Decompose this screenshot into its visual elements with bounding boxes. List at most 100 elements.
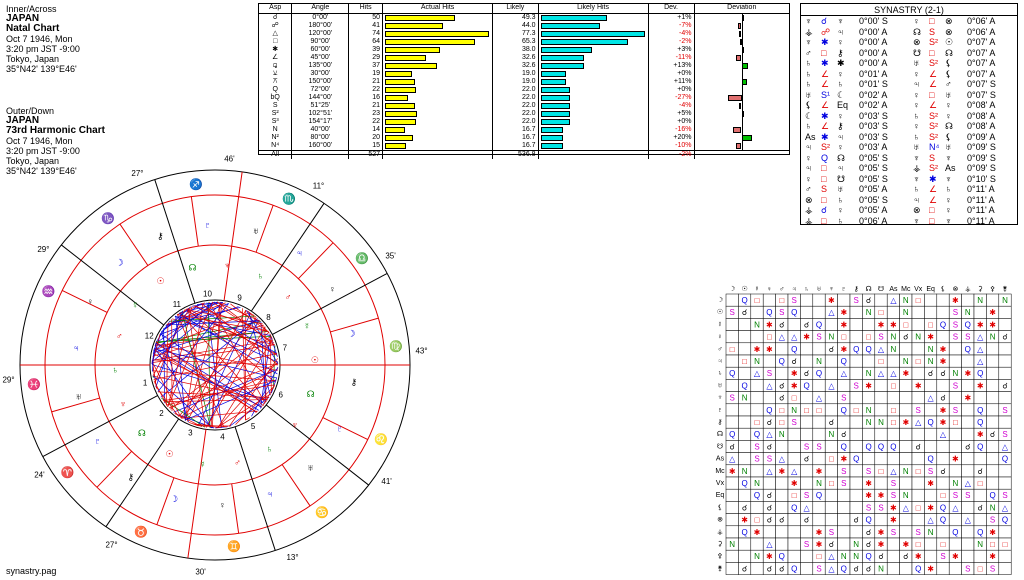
grid-aspect-symbol: ✱ [927,564,934,573]
grid-aspect-symbol: Q [1002,455,1008,464]
grid-aspect-symbol: □ [941,491,946,500]
grid-cell [812,293,826,307]
synastry-orb: 0°02' A [859,100,888,110]
aspect-web-line [153,349,258,413]
inner-chart-info: Inner/Across JAPAN Natal Chart Oct 7 194… [6,4,80,74]
grid-cell [899,525,913,539]
grid-cell [874,403,888,417]
grid-cell [886,562,900,575]
grid-cell [725,415,739,429]
aspect-angle: 154°17' [291,117,350,126]
synastry-orb: 0°11' A [967,215,995,226]
aspect-web-line [217,301,276,346]
grid-aspect-symbol: ☌ [866,540,871,549]
aspect-web-line [169,315,255,322]
grid-cell [738,415,752,429]
grid-row-header: ☉ [717,308,723,316]
grid-aspect-symbol: ✱ [977,430,984,439]
grid-aspect-symbol: N [816,479,822,488]
house-cusp-line [223,171,243,301]
grid-aspect-symbol: ✱ [940,406,947,415]
planet-glyph-mark: ♆ [291,420,298,430]
grid-cell [973,549,987,563]
aspect-web-line [217,339,273,429]
grid-aspect-symbol: N [928,528,934,537]
aspect-glyph: ✱ [259,45,293,54]
aspect-web-line [181,311,211,428]
synastry-orb: 0°09' S [967,142,996,152]
synastry-planet-2: ♀ [945,110,952,121]
planet-glyph-mark: ⚷ [157,231,164,241]
grid-aspect-symbol: N [841,552,847,561]
aspect-glyph: △ [259,29,293,38]
aspect-likely: 65.3 [492,37,539,46]
grid-cell [849,440,863,453]
likely-hits-cell [538,133,649,142]
grid-column-header: As [889,286,898,293]
grid-cell [849,330,863,344]
grid-aspect-symbol: △ [766,540,773,549]
synastry-orb: 0°02' A [859,89,888,100]
grid-cell [837,488,851,502]
grid-cell [775,537,789,551]
grid-aspect-symbol: ✱ [927,503,934,512]
grid-aspect-symbol: Q [965,345,971,354]
actual-hits-bar [385,134,414,141]
grid-cell [948,342,962,356]
grid-row-header: ♃ [717,358,722,365]
house-cusp-line [42,395,158,457]
synastry-planet-1: ♀ [913,100,920,110]
house-number: 8 [266,313,271,322]
grid-aspect-symbol: Q [865,345,871,354]
grid-cell [725,513,739,527]
synastry-planet-1: ♀ [913,16,920,26]
grid-cell [874,379,888,392]
synastry-aspect: □ [929,89,935,100]
aspect-web-line [152,339,274,361]
grid-row-header: ♄ [717,370,722,377]
grid-cell [812,501,826,514]
grid-column-header: ☊ [865,285,871,293]
synastry-planet-1: ⚶ [913,163,921,173]
grid-aspect-symbol: S [891,491,896,500]
synastry-aspect: ✱ [929,173,937,184]
grid-cell [986,415,1000,429]
grid-column-header: ☉ [741,285,747,293]
aspect-total-angle [291,149,350,159]
aspect-likely: 44.0 [492,21,539,30]
outer-house-line [51,397,100,413]
synastry-planet-2: ☉ [945,37,954,47]
deviation-bar [741,62,749,69]
grid-cell [775,476,789,490]
grid-cell [936,293,950,307]
aspect-web-line [152,375,213,429]
planet-glyph-mark: ♂ [234,457,241,467]
cusp-degree: 43° [415,347,427,356]
grid-cell [738,330,752,344]
synastry-planet-2: ♃ [837,131,844,142]
grid-aspect-symbol: □ [916,357,921,366]
actual-hits-cell [382,101,494,110]
grid-aspect-symbol: ✱ [766,345,773,354]
grid-cell [948,464,962,478]
grid-cell [899,427,913,441]
actual-hits-cell [382,45,494,54]
grid-cell [998,305,1012,319]
synastry-planet-2: ♀ [837,37,844,47]
grid-cell [924,537,938,551]
synastry-planet-1: As [805,131,816,142]
planet-glyph-mark: ♀ [329,284,336,294]
grid-aspect-symbol: △ [766,381,773,390]
synastry-row: ♄∠♀0°01' A [805,69,909,80]
synastry-planet-1: ☋ [913,47,921,58]
grid-aspect-symbol: N [990,503,996,512]
grid-aspect-symbol: Q [865,552,871,561]
grid-aspect-symbol: △ [1002,442,1009,451]
aspect-glyph: bQ [259,93,293,102]
grid-cell [899,476,913,490]
grid-aspect-symbol: △ [804,503,811,512]
grid-aspect-symbol: Q [816,369,822,378]
inner-chart-label: Inner/Across [6,4,57,14]
